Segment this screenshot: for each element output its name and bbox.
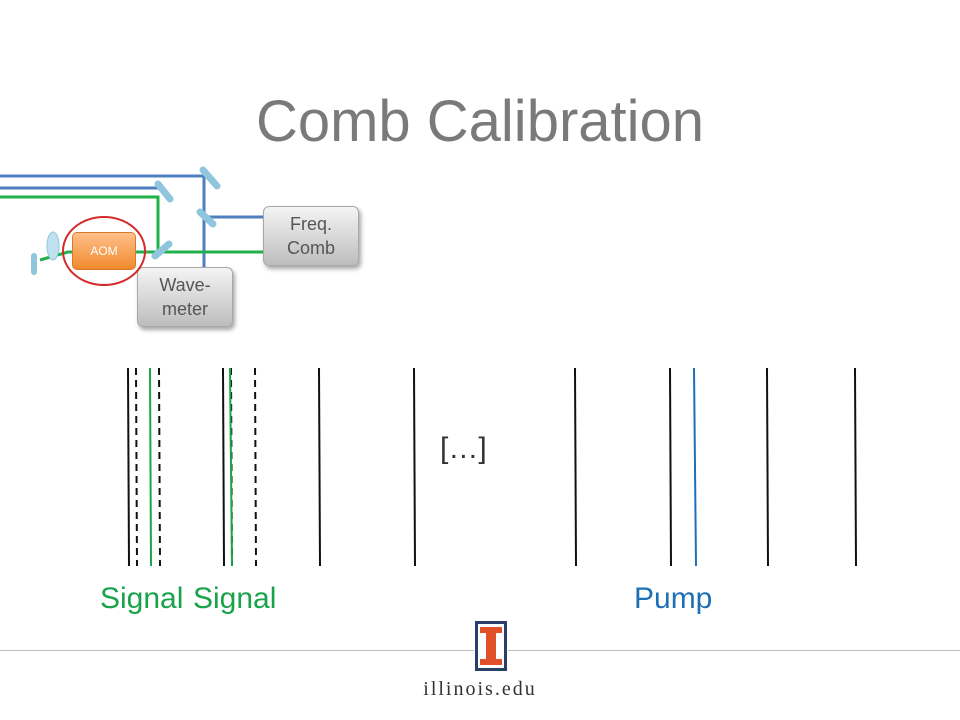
mirror-3 <box>196 208 217 228</box>
lens <box>46 231 60 261</box>
ellipsis: […] <box>440 432 487 465</box>
pump-label: Pump <box>634 582 713 615</box>
green-beam-top <box>0 195 160 250</box>
comb-line <box>766 367 769 567</box>
aom-highlight-ring <box>62 216 146 286</box>
pump-line <box>693 367 697 567</box>
mirror-2 <box>154 180 174 203</box>
university-logo <box>474 620 508 672</box>
signal-line-2 <box>229 367 233 567</box>
comb-line <box>222 367 225 567</box>
dashed-line <box>135 367 138 567</box>
comb-line <box>318 367 321 567</box>
dashed-line <box>254 367 257 567</box>
comb-line <box>854 367 857 567</box>
footer-domain[interactable]: illinois.edu <box>423 678 537 700</box>
dashed-line <box>158 367 161 567</box>
freq-comb-box: Freq. Comb <box>263 206 359 266</box>
mirror-1 <box>199 166 221 190</box>
mirrors <box>151 166 221 260</box>
comb-line <box>413 367 416 567</box>
slide-title: Comb Calibration <box>255 89 705 154</box>
comb-line <box>669 367 672 567</box>
signal-label-2: Signal <box>193 582 277 615</box>
mirror-4 <box>151 240 173 260</box>
comb-line <box>127 367 130 567</box>
signal-lines <box>149 367 233 567</box>
block-i-icon <box>475 621 507 671</box>
signal-label-1: Signal <box>100 582 184 615</box>
comb-line <box>574 367 577 567</box>
wavemeter-box: Wave- meter <box>137 267 233 327</box>
signal-line-1 <box>149 367 152 567</box>
dashed-comb-lines <box>135 367 257 567</box>
comb-lines <box>127 367 857 567</box>
